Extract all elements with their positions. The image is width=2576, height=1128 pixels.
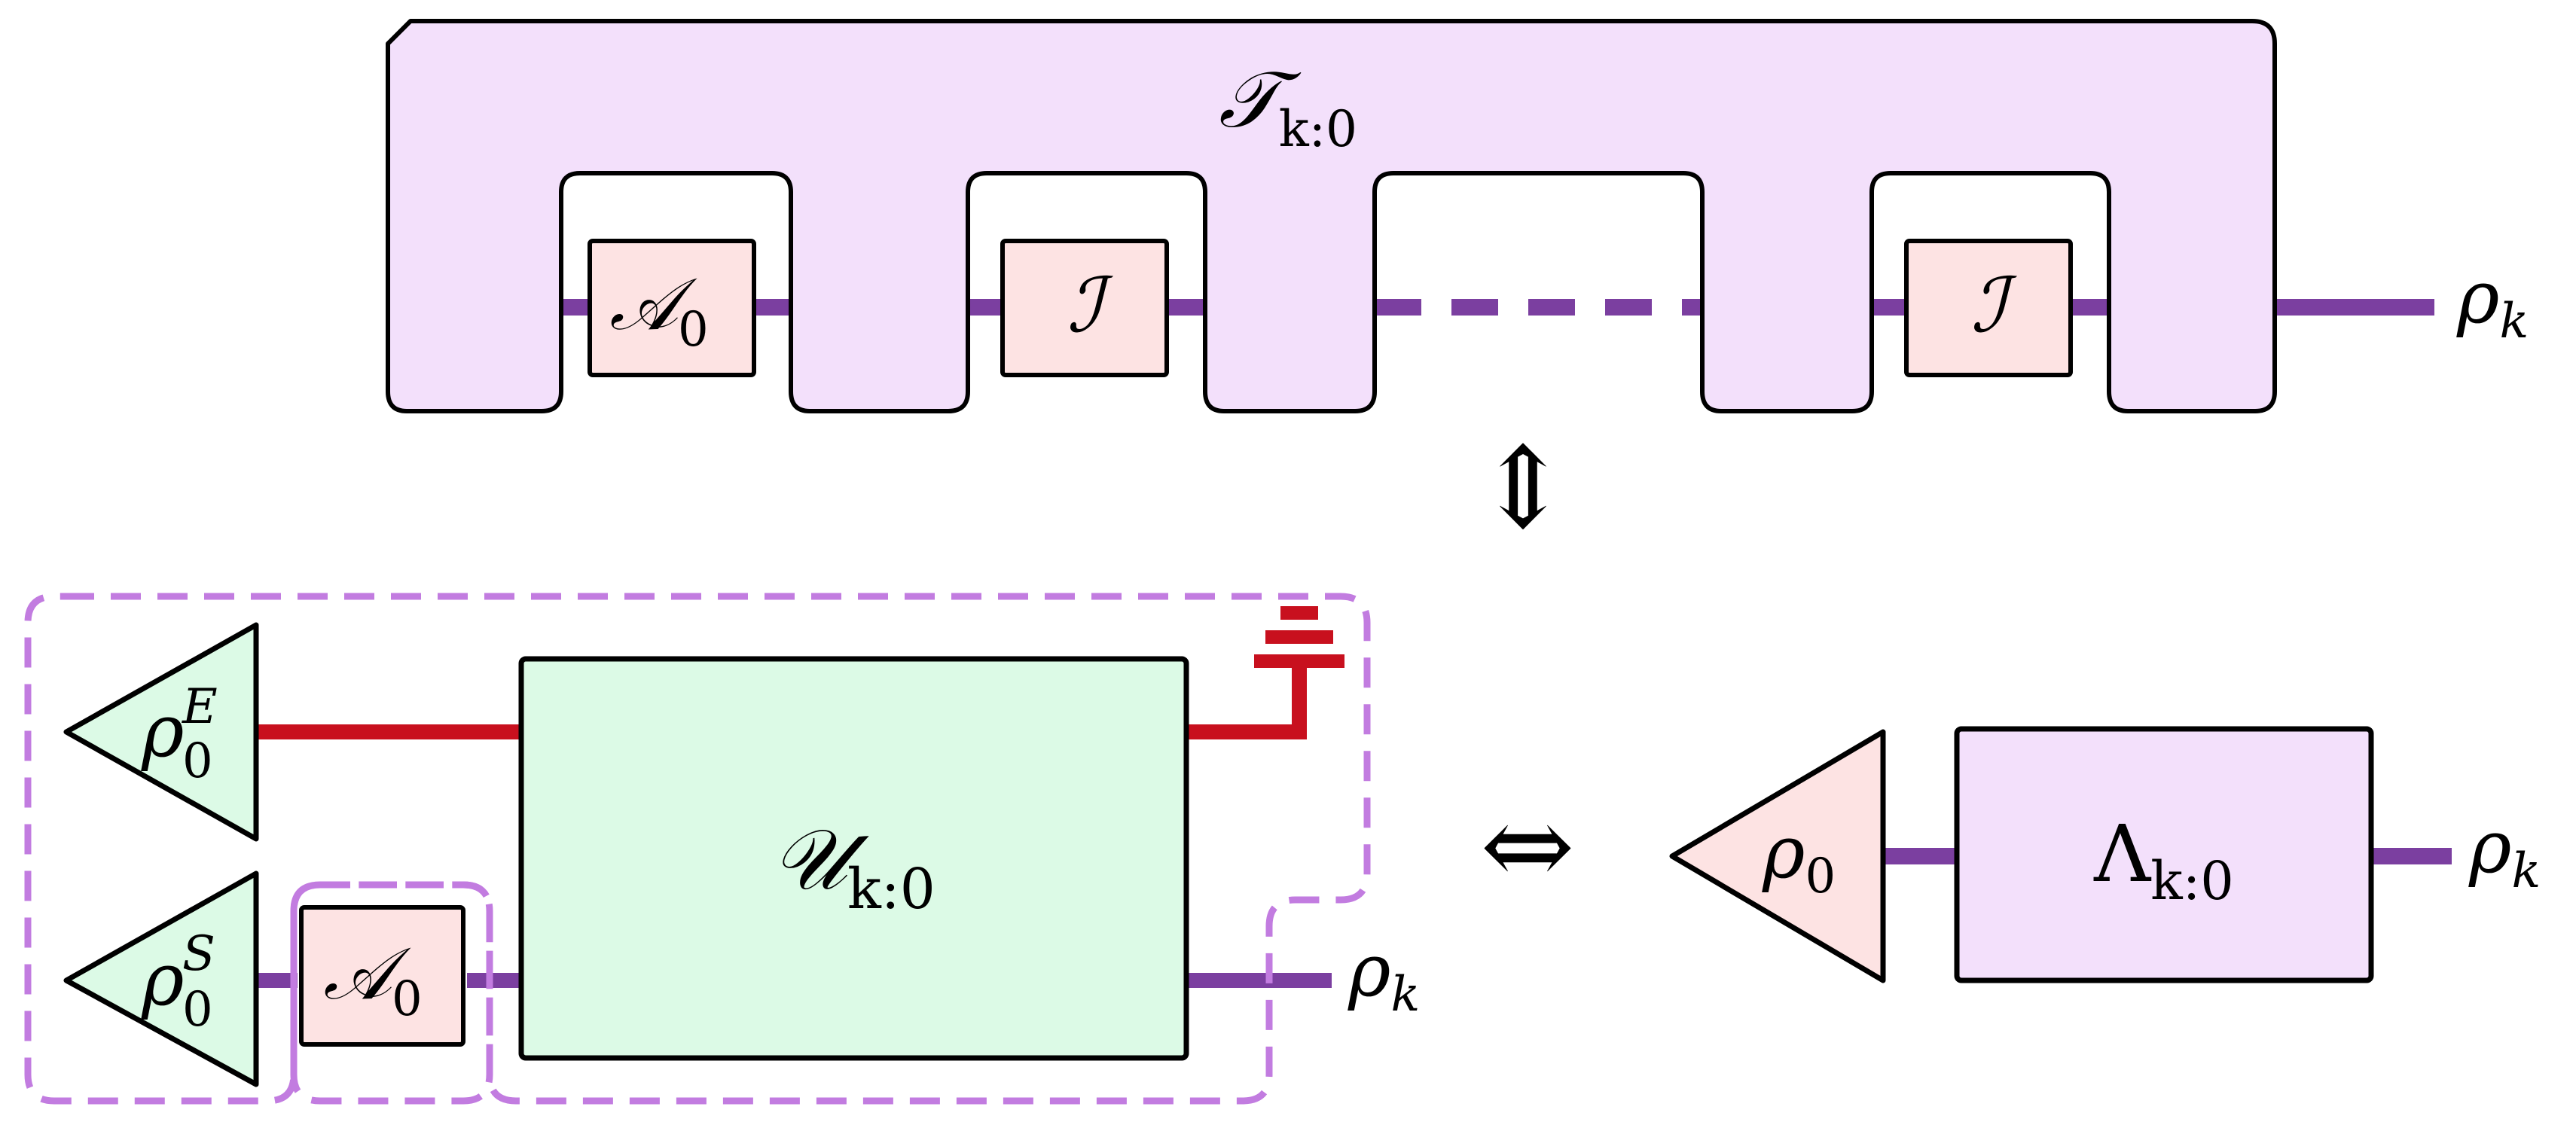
svg-text:0: 0	[182, 733, 213, 789]
svg-text:S: S	[182, 926, 215, 982]
top-process-tensor: 𝒯k:0 𝒜0 ℐ ℐ ρk	[386, 19, 2529, 413]
operation-box-identity: ℐ	[1000, 239, 1169, 377]
vertical-equivalence-arrow: ⇕	[1476, 423, 1570, 554]
unitary-box: 𝒰k:0	[518, 656, 1189, 1061]
svg-text:0: 0	[182, 982, 213, 1038]
system-state-triangle: ρ S 0	[63, 870, 259, 1087]
svg-text:E: E	[182, 679, 218, 735]
operation-box-a0: 𝒜0	[299, 905, 465, 1047]
ground-trace-icon	[1254, 606, 1344, 668]
horizontal-equivalence-arrow: ⇔	[1480, 781, 1575, 912]
dashed-boundary-total	[24, 593, 1371, 1105]
bottom-left-dilation: ρ E 0 ρ S 0 𝒜0 𝒰k:0 ρk	[24, 593, 1420, 1105]
dashed-boundary-operation	[290, 881, 493, 1105]
svg-text:ρ: ρ	[141, 689, 184, 773]
operation-box-a0: 𝒜0	[588, 239, 756, 377]
bottom-right-dynamical-map: ρ0 Λk:0 ρk	[1669, 726, 2541, 983]
initial-state-triangle: ρ0	[1669, 729, 1886, 983]
svg-text:ρ0: ρ0	[1762, 810, 1836, 904]
svg-text:Λk:0: Λk:0	[2093, 808, 2234, 912]
output-state-label: ρk	[2456, 255, 2529, 349]
environment-state-triangle: ρ E 0	[63, 622, 259, 842]
output-state-label: ρk	[1348, 928, 1420, 1023]
environment-trace-wire	[1186, 661, 1307, 739]
svg-text:𝒜0: 𝒜0	[609, 262, 709, 358]
output-state-label: ρk	[2468, 805, 2541, 899]
comb-shape	[386, 19, 2277, 413]
dynamical-map-box: Λk:0	[1954, 726, 2374, 983]
operation-box-identity: ℐ	[1904, 239, 2073, 377]
svg-text:ρ: ρ	[141, 937, 184, 1022]
